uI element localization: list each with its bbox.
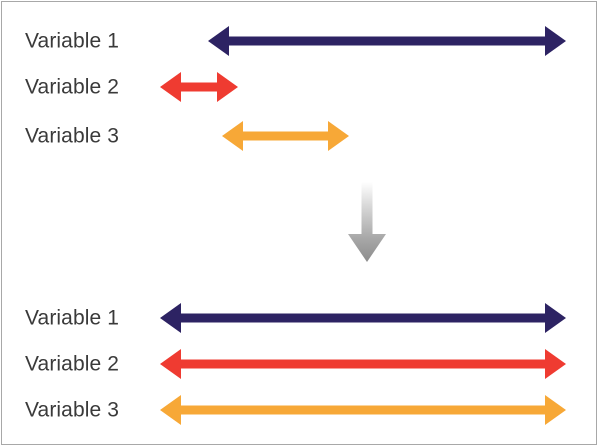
range-arrow-icon: [160, 347, 566, 381]
variable-row: Variable 3: [0, 116, 600, 156]
variable-label: Variable 3: [25, 398, 120, 422]
range-arrow-icon: [208, 24, 566, 58]
variable-row: Variable 1: [0, 298, 600, 338]
variable-row: Variable 2: [0, 344, 600, 384]
variable-label: Variable 2: [25, 352, 120, 376]
variable-label: Variable 1: [25, 29, 120, 53]
range-arrow-icon: [160, 70, 238, 104]
variable-label: Variable 3: [25, 124, 120, 148]
variable-row: Variable 1: [0, 21, 600, 61]
transition-down-arrow-icon: [345, 182, 389, 264]
range-arrow-icon: [160, 301, 566, 335]
variable-row: Variable 2: [0, 67, 600, 107]
range-arrow-icon: [160, 393, 566, 427]
variable-row: Variable 3: [0, 390, 600, 430]
range-arrow-icon: [222, 119, 349, 153]
variable-label: Variable 1: [25, 306, 120, 330]
variable-label: Variable 2: [25, 75, 120, 99]
